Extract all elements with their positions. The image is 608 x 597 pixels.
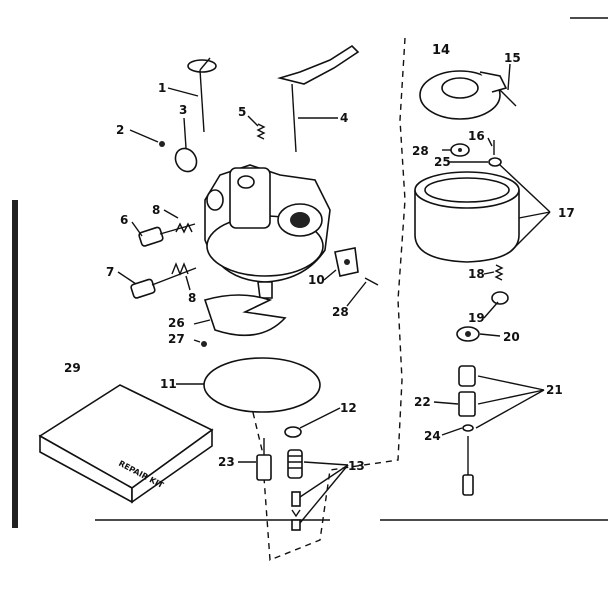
callout-21: 21 <box>546 383 563 397</box>
callout-5: 5 <box>238 105 246 119</box>
carburetor-float <box>419 70 508 120</box>
bracket-screw <box>364 277 379 286</box>
bowl-hardware <box>450 140 509 342</box>
callout-3: 3 <box>179 103 187 117</box>
callout-13: 13 <box>348 459 365 473</box>
main-mixture-needle <box>130 262 197 299</box>
callout-29: 29 <box>64 361 81 375</box>
bowl-gasket <box>203 357 321 413</box>
callout-8a: 8 <box>152 203 160 217</box>
page-frame <box>12 17 608 528</box>
callout-28a: 28 <box>332 305 349 319</box>
callout-23: 23 <box>218 455 235 469</box>
callout-14: 14 <box>432 43 450 58</box>
callout-22: 22 <box>414 395 431 409</box>
bowl-group-boundary <box>249 37 406 562</box>
left-binding-strip <box>12 200 18 528</box>
callout-1: 1 <box>158 81 166 95</box>
seat-washer <box>284 426 302 438</box>
callout-2: 2 <box>116 123 124 137</box>
callout-11: 11 <box>160 377 177 391</box>
callout-4: 4 <box>340 111 348 125</box>
repair-kit-box: REPAIR KIT <box>38 384 214 504</box>
callout-12: 12 <box>340 401 357 415</box>
callout-25: 25 <box>434 155 451 169</box>
throttle-plate <box>159 141 198 173</box>
choke-shaft <box>276 44 360 153</box>
float-bowl-gasket-cover <box>203 294 287 337</box>
bowl-nut-assembly <box>458 365 476 496</box>
callout-17: 17 <box>558 206 575 220</box>
callout-27: 27 <box>168 332 185 346</box>
float-needle-parts <box>287 449 303 531</box>
callout-numbers: 1 2 3 5 4 6 8 7 8 26 27 10 28 29 11 12 1… <box>64 43 575 473</box>
carburetor-body <box>204 164 331 299</box>
callout-28b: 28 <box>412 144 429 158</box>
callout-7: 7 <box>106 265 114 279</box>
callout-8b: 8 <box>188 291 196 305</box>
callout-15: 15 <box>504 51 521 65</box>
inlet-seat <box>256 438 272 481</box>
callout-24: 24 <box>424 429 441 443</box>
bracket <box>334 247 359 277</box>
idle-spring <box>256 123 266 140</box>
cover-screw <box>201 341 207 347</box>
callout-6: 6 <box>120 213 128 227</box>
throttle-shaft <box>187 57 217 133</box>
float-pin <box>499 89 517 107</box>
callout-19: 19 <box>468 311 485 325</box>
leader-lines <box>117 63 551 524</box>
callout-26: 26 <box>168 316 185 330</box>
idle-mixture-needle <box>138 222 196 247</box>
float-bowl <box>414 171 520 263</box>
callout-16: 16 <box>468 129 485 143</box>
callout-10: 10 <box>308 273 325 287</box>
callout-20: 20 <box>503 330 520 344</box>
callout-18: 18 <box>468 267 485 281</box>
